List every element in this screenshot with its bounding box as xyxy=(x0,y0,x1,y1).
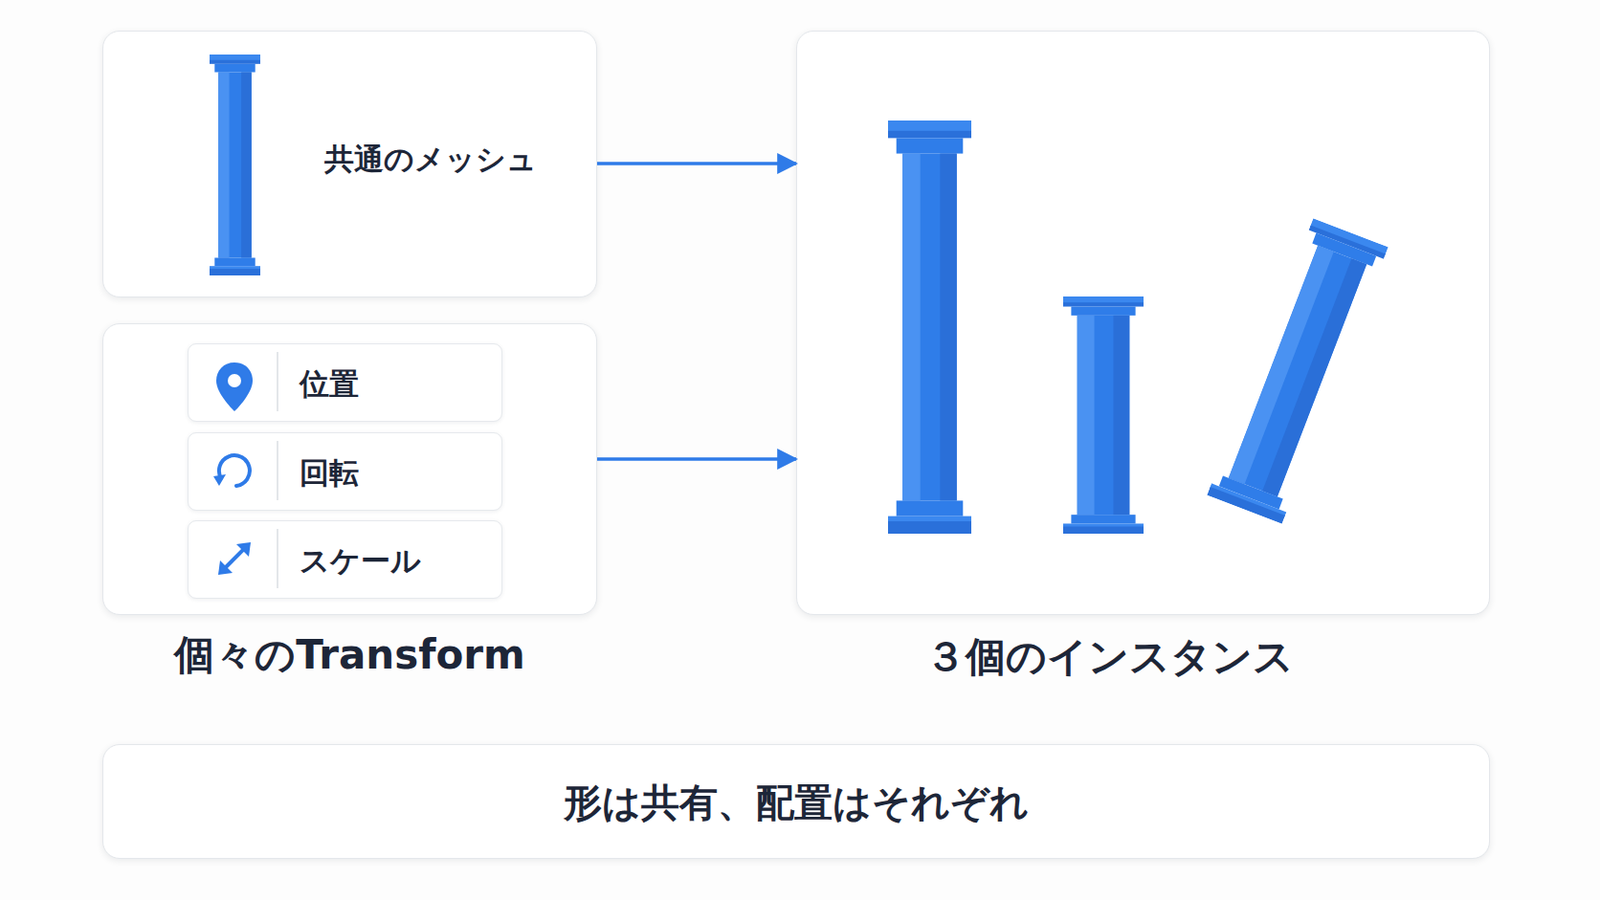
transform-panel: 個々のTransform位置回転スケール xyxy=(102,323,598,616)
instances-panel: ３個のインスタンス xyxy=(796,30,1490,616)
flow-arrow xyxy=(597,161,797,166)
node-label: 個々のTransform xyxy=(103,633,597,678)
transform-row: 回転 xyxy=(187,432,503,512)
node-label: 位置 xyxy=(299,367,359,400)
mesh-panel: 共通のメッシュ xyxy=(102,30,598,298)
instance-column xyxy=(1206,218,1389,525)
node-label: 共通のメッシュ xyxy=(324,142,537,176)
pin-hole xyxy=(227,374,242,388)
rotation-icon xyxy=(213,455,250,487)
summary-banner: 形は共有、配置はそれぞれ xyxy=(102,744,1490,860)
position-icon xyxy=(216,362,253,412)
node-label: ３個のインスタンス xyxy=(763,635,1456,680)
row-divider xyxy=(276,352,279,412)
node-label: 形は共有、配置はそれぞれ xyxy=(103,781,1489,824)
scale-head xyxy=(236,542,251,557)
rotation-head xyxy=(213,474,226,487)
mesh-column xyxy=(209,54,261,276)
transform-row: 位置 xyxy=(187,343,503,423)
row-dividers xyxy=(276,352,279,589)
instance-column xyxy=(1063,296,1144,534)
transform-row: スケール xyxy=(187,520,503,600)
instance-column xyxy=(888,120,972,534)
scale-icon xyxy=(218,542,251,576)
row-divider xyxy=(276,441,279,501)
scale-head xyxy=(218,560,233,576)
node-label: スケール xyxy=(299,544,422,578)
pin-shape xyxy=(216,362,253,412)
flow-arrow xyxy=(597,457,797,462)
scale-shaft xyxy=(224,549,245,569)
row-divider xyxy=(276,529,279,589)
rotation-arc xyxy=(219,455,250,487)
node-label: 回転 xyxy=(299,456,359,489)
